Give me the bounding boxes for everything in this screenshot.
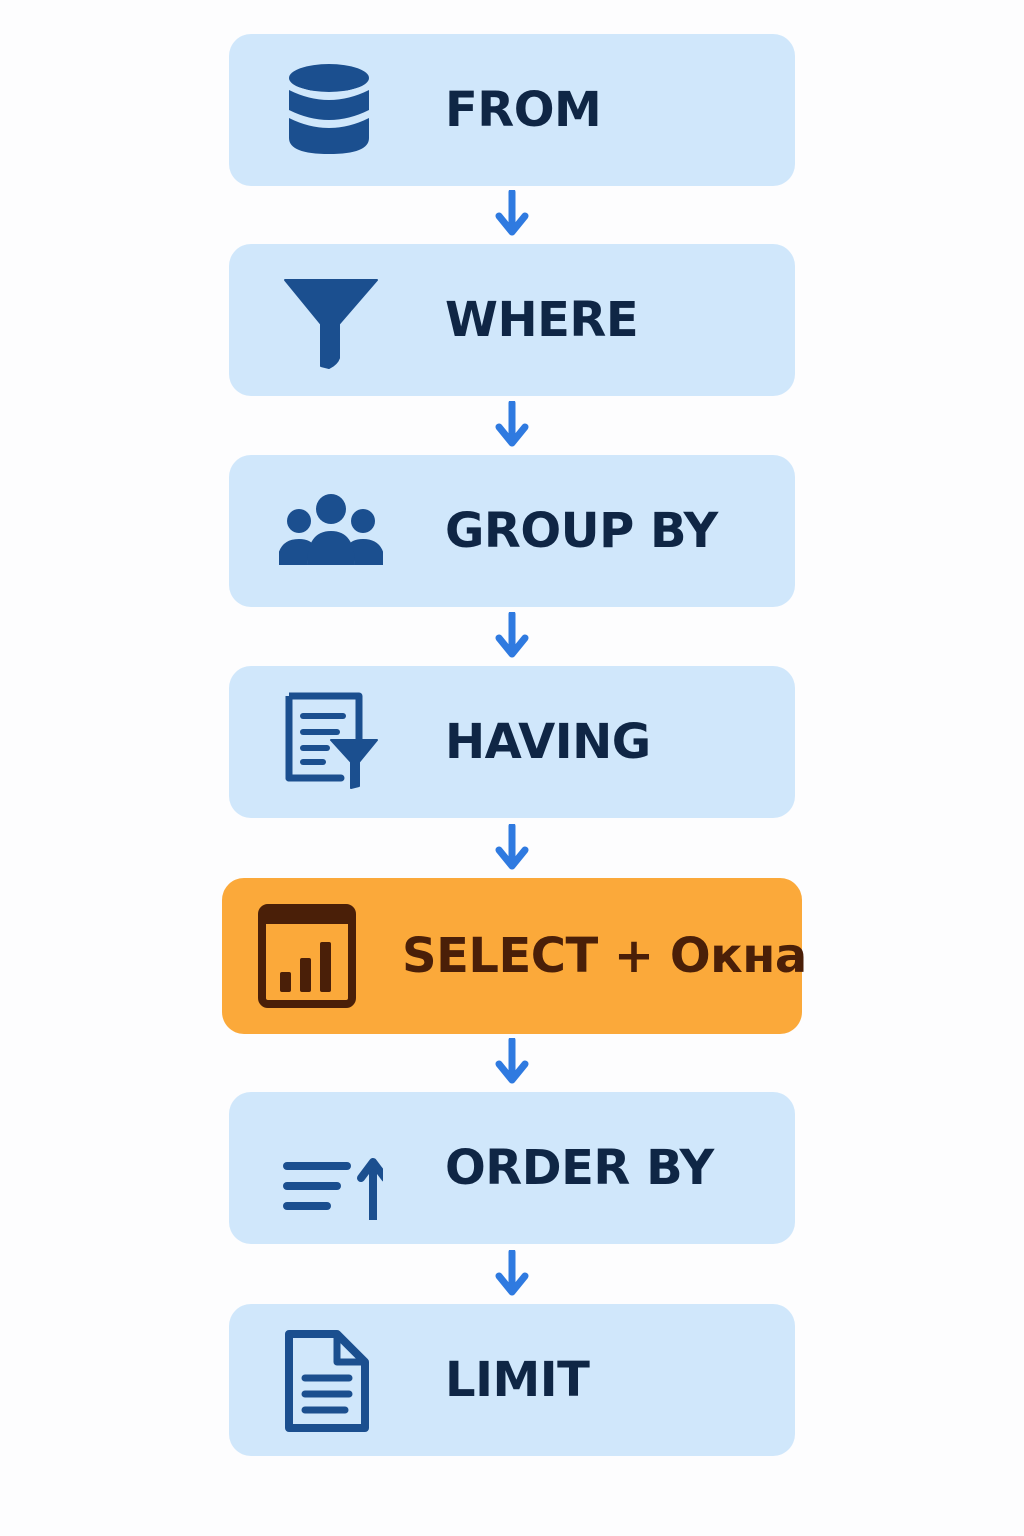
step-select-windows: SELECT + Окна xyxy=(222,878,807,1034)
step-label-limit: LIMIT xyxy=(445,1352,590,1408)
document-lines-icon xyxy=(279,1328,383,1432)
arrow-down-icon xyxy=(492,824,532,874)
sort-ascending-icon xyxy=(279,1116,383,1220)
group-users-icon xyxy=(279,479,383,583)
step-label-from: FROM xyxy=(445,82,602,138)
arrow-down-icon xyxy=(492,612,532,662)
step-label-select-windows: SELECT + Окна xyxy=(402,928,807,984)
step-having: HAVING xyxy=(229,666,795,818)
arrow-down-icon xyxy=(492,1250,532,1300)
step-limit: LIMIT xyxy=(229,1304,795,1456)
database-icon xyxy=(279,58,383,162)
step-label-group-by: GROUP BY xyxy=(445,503,718,559)
bar-chart-window-icon xyxy=(252,904,356,1008)
arrow-down-icon xyxy=(492,1038,532,1088)
step-where: WHERE xyxy=(229,244,795,396)
step-order-by: ORDER BY xyxy=(229,1092,795,1244)
step-label-where: WHERE xyxy=(445,292,639,348)
step-label-order-by: ORDER BY xyxy=(445,1140,714,1196)
step-group-by: GROUP BY xyxy=(229,455,795,607)
arrow-down-icon xyxy=(492,190,532,240)
arrow-down-icon xyxy=(492,401,532,451)
step-from: FROM xyxy=(229,34,795,186)
step-label-having: HAVING xyxy=(445,714,651,770)
document-filter-icon xyxy=(279,690,383,794)
filter-funnel-icon xyxy=(279,268,383,372)
